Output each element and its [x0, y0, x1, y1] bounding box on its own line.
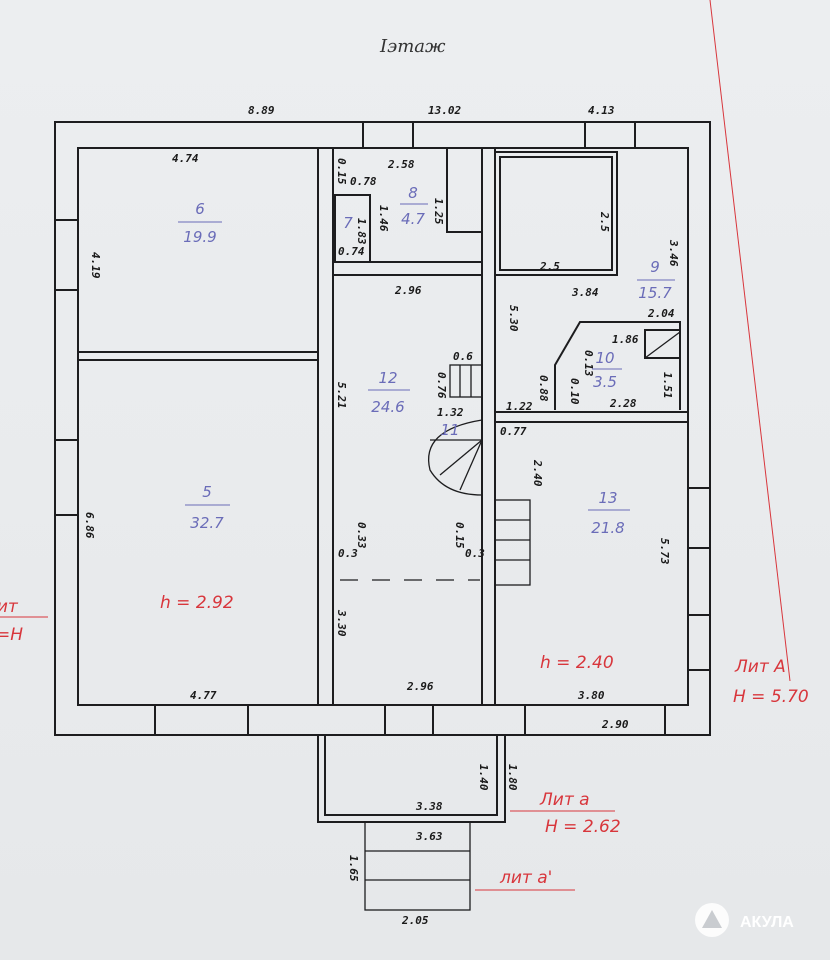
dimension: 3.38 [415, 800, 443, 813]
watermark-text: АКУЛА [740, 914, 794, 931]
dimension: 2.96 [406, 680, 434, 693]
dimension: 2.58 [387, 158, 415, 171]
room-5-number: 5 [202, 483, 212, 501]
dimension: 1.80 [506, 764, 519, 791]
dimension: 3.46 [667, 239, 680, 267]
lit-a-small-label: Лит а [539, 790, 590, 810]
dimension: 1.32 [437, 406, 464, 419]
dimension: 8.89 [248, 104, 275, 117]
dimension: 2.05 [401, 914, 429, 927]
room-8-area: 4.7 [401, 210, 425, 228]
dimension: 1.86 [612, 333, 639, 346]
room-8-number: 8 [408, 184, 418, 202]
dimension: 1.83 [355, 218, 368, 245]
dimension: 3.30 [335, 609, 348, 637]
watermark: АКУЛА [695, 903, 794, 937]
dimension: 5.30 [507, 305, 520, 332]
floor-title: Іэтаж [379, 36, 446, 57]
dimension: 0.3 [338, 547, 358, 560]
dimension: 4.74 [172, 152, 199, 165]
dimension: 0.10 [568, 378, 581, 405]
lit-a-prime-label: лит а' [499, 868, 552, 888]
dimension: 1.22 [506, 400, 533, 413]
dimension: 1.51 [661, 372, 674, 399]
dimension: 3.80 [577, 689, 605, 702]
windows [54, 121, 711, 736]
dimension: 2.96 [394, 284, 422, 297]
dimension: 1.25 [432, 198, 445, 225]
dimension: 1.40 [477, 764, 490, 791]
dimension: 1.46 [377, 205, 390, 232]
dimension: 0.78 [350, 175, 377, 188]
room-12-area: 24.6 [371, 398, 404, 416]
dimension: 1.65 [347, 855, 360, 882]
dimension: 0.77 [500, 425, 527, 438]
dimension: 0.15 [335, 158, 348, 185]
ceiling-height-left: h = 2.92 [160, 593, 234, 613]
dimension: 4.77 [190, 689, 217, 702]
dimension: 0.33 [355, 522, 368, 549]
dimension: 13.02 [428, 104, 461, 117]
room-10-area: 3.5 [593, 373, 617, 391]
dimension: 3.63 [415, 830, 443, 843]
dimension: 5.73 [658, 538, 671, 565]
dimension: 0.3 [465, 547, 485, 560]
dimension: 0.74 [338, 245, 365, 258]
stairs [340, 364, 531, 911]
lit-a-small-height: H = 2.62 [545, 817, 621, 837]
dimension: 0.88 [537, 375, 550, 402]
red-annotations: h = 2.92 h = 2.40 Лит А H = 5.70 Лит а H… [0, 0, 809, 891]
dimension: 2.90 [601, 718, 629, 731]
dimension: 2.04 [647, 307, 675, 320]
room-12-number: 12 [378, 369, 397, 387]
room-6-number: 6 [195, 200, 205, 218]
room-7-number: 7 [343, 214, 353, 232]
lit-a-height: H = 5.70 [733, 687, 809, 707]
room-labels: 6 19.9 7 8 4.7 9 15.7 10 3.5 11 12 24.6 … [178, 184, 675, 537]
lit-a-label: Лит А [734, 657, 786, 677]
dimension: 4.19 [89, 252, 102, 279]
room-6-area: 19.9 [183, 228, 216, 246]
dimension: 2.5 [598, 211, 611, 232]
ceiling-height-right: h = 2.40 [540, 653, 614, 673]
room-13-number: 13 [598, 489, 617, 507]
room-9-number: 9 [650, 258, 660, 276]
room-13-area: 21.8 [591, 519, 624, 537]
room-5-area: 32.7 [190, 514, 224, 532]
dimension: 0.13 [582, 350, 595, 377]
room-11-number: 11 [440, 421, 459, 439]
left-clipped-label: лит [0, 597, 19, 617]
dimension: 0.76 [435, 372, 448, 399]
dimension: 2.5 [539, 260, 560, 273]
dimension: 0.6 [453, 350, 473, 363]
room-10-number: 10 [595, 349, 614, 367]
left-clipped-height: =H [0, 625, 23, 645]
dimension: 0.15 [453, 522, 466, 549]
dimension: 6.86 [83, 512, 96, 539]
dimension: 3.84 [571, 286, 599, 299]
dimensions: 8.89 13.02 4.13 4.74 4.19 2.58 0.15 0.78… [83, 104, 680, 927]
dimension: 2.28 [609, 397, 637, 410]
dimension: 5.21 [335, 382, 348, 409]
dimension: 4.13 [588, 104, 615, 117]
dimension: 2.40 [531, 459, 544, 487]
room-9-area: 15.7 [638, 284, 672, 302]
